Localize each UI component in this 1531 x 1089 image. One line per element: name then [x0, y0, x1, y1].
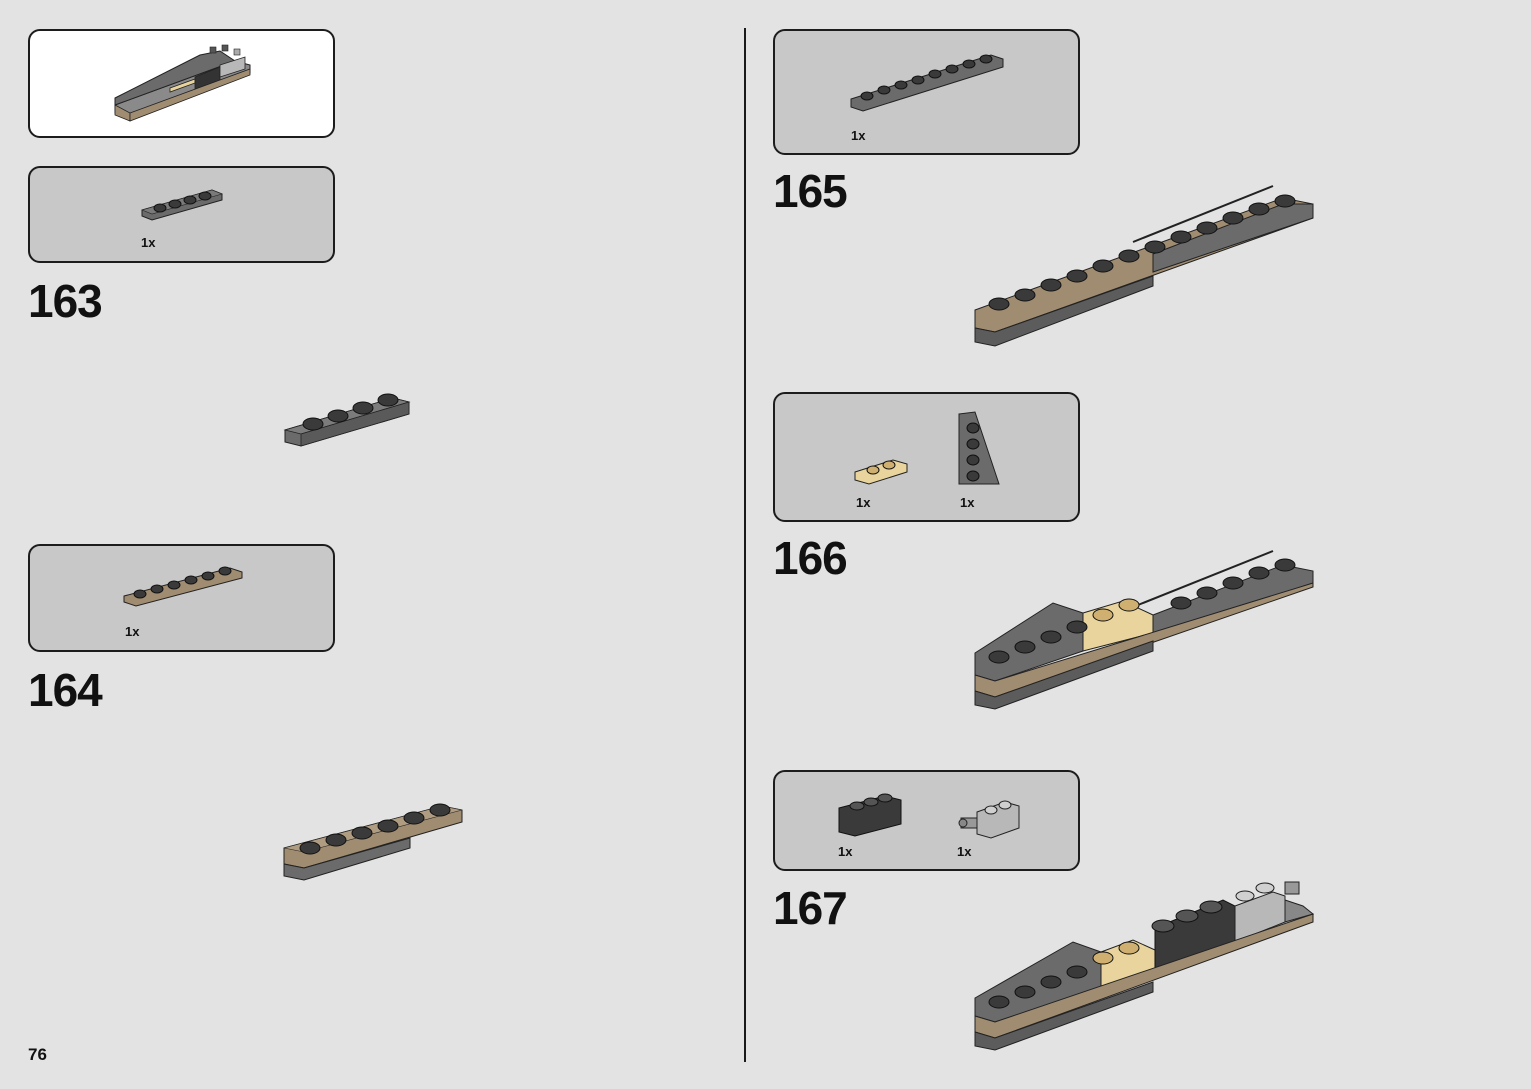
part-quantity: 1x [856, 495, 871, 510]
part-quantity: 1x [141, 235, 156, 250]
step-167-build-image [974, 881, 1315, 1051]
step-number-166: 166 [773, 532, 848, 584]
step-164-build-image [283, 803, 463, 881]
step-number-164: 164 [28, 664, 103, 716]
part-quantity: 1x [125, 624, 140, 639]
step-number-167: 167 [773, 882, 848, 934]
step-166-parts-callout: 1x 1x [773, 392, 1080, 522]
part-quantity: 1x [960, 495, 975, 510]
plate-1x2-light-tan-icon [854, 459, 908, 485]
step-number-163: 163 [28, 275, 103, 327]
step-165-parts-callout: 1x [773, 29, 1080, 155]
step-167-parts-callout: 1x 1x [773, 770, 1080, 871]
part-quantity: 1x [957, 844, 972, 859]
step-number-165: 165 [773, 165, 848, 217]
step-164-parts-callout: 1x [28, 544, 335, 652]
plate-1x4-dark-gray-icon [141, 189, 223, 221]
step-166-build-image [974, 550, 1314, 710]
part-quantity: 1x [838, 844, 853, 859]
assembly-preview-image [114, 44, 251, 122]
step-163-build-image [283, 393, 411, 447]
page-divider [744, 28, 746, 1062]
brick-1x3-black-icon [838, 793, 902, 837]
page-number: 76 [28, 1045, 47, 1064]
assembly-preview-box [28, 29, 335, 138]
plate-1x6-tan-icon [123, 566, 243, 607]
part-quantity: 1x [851, 128, 866, 143]
step-165-build-image [974, 185, 1314, 347]
step-163-parts-callout: 1x [28, 166, 335, 263]
wedge-plate-dark-gray-icon [958, 411, 1000, 485]
brick-with-clip-light-gray-icon [958, 800, 1020, 839]
plate-1x8-dark-gray-icon [850, 54, 1004, 112]
